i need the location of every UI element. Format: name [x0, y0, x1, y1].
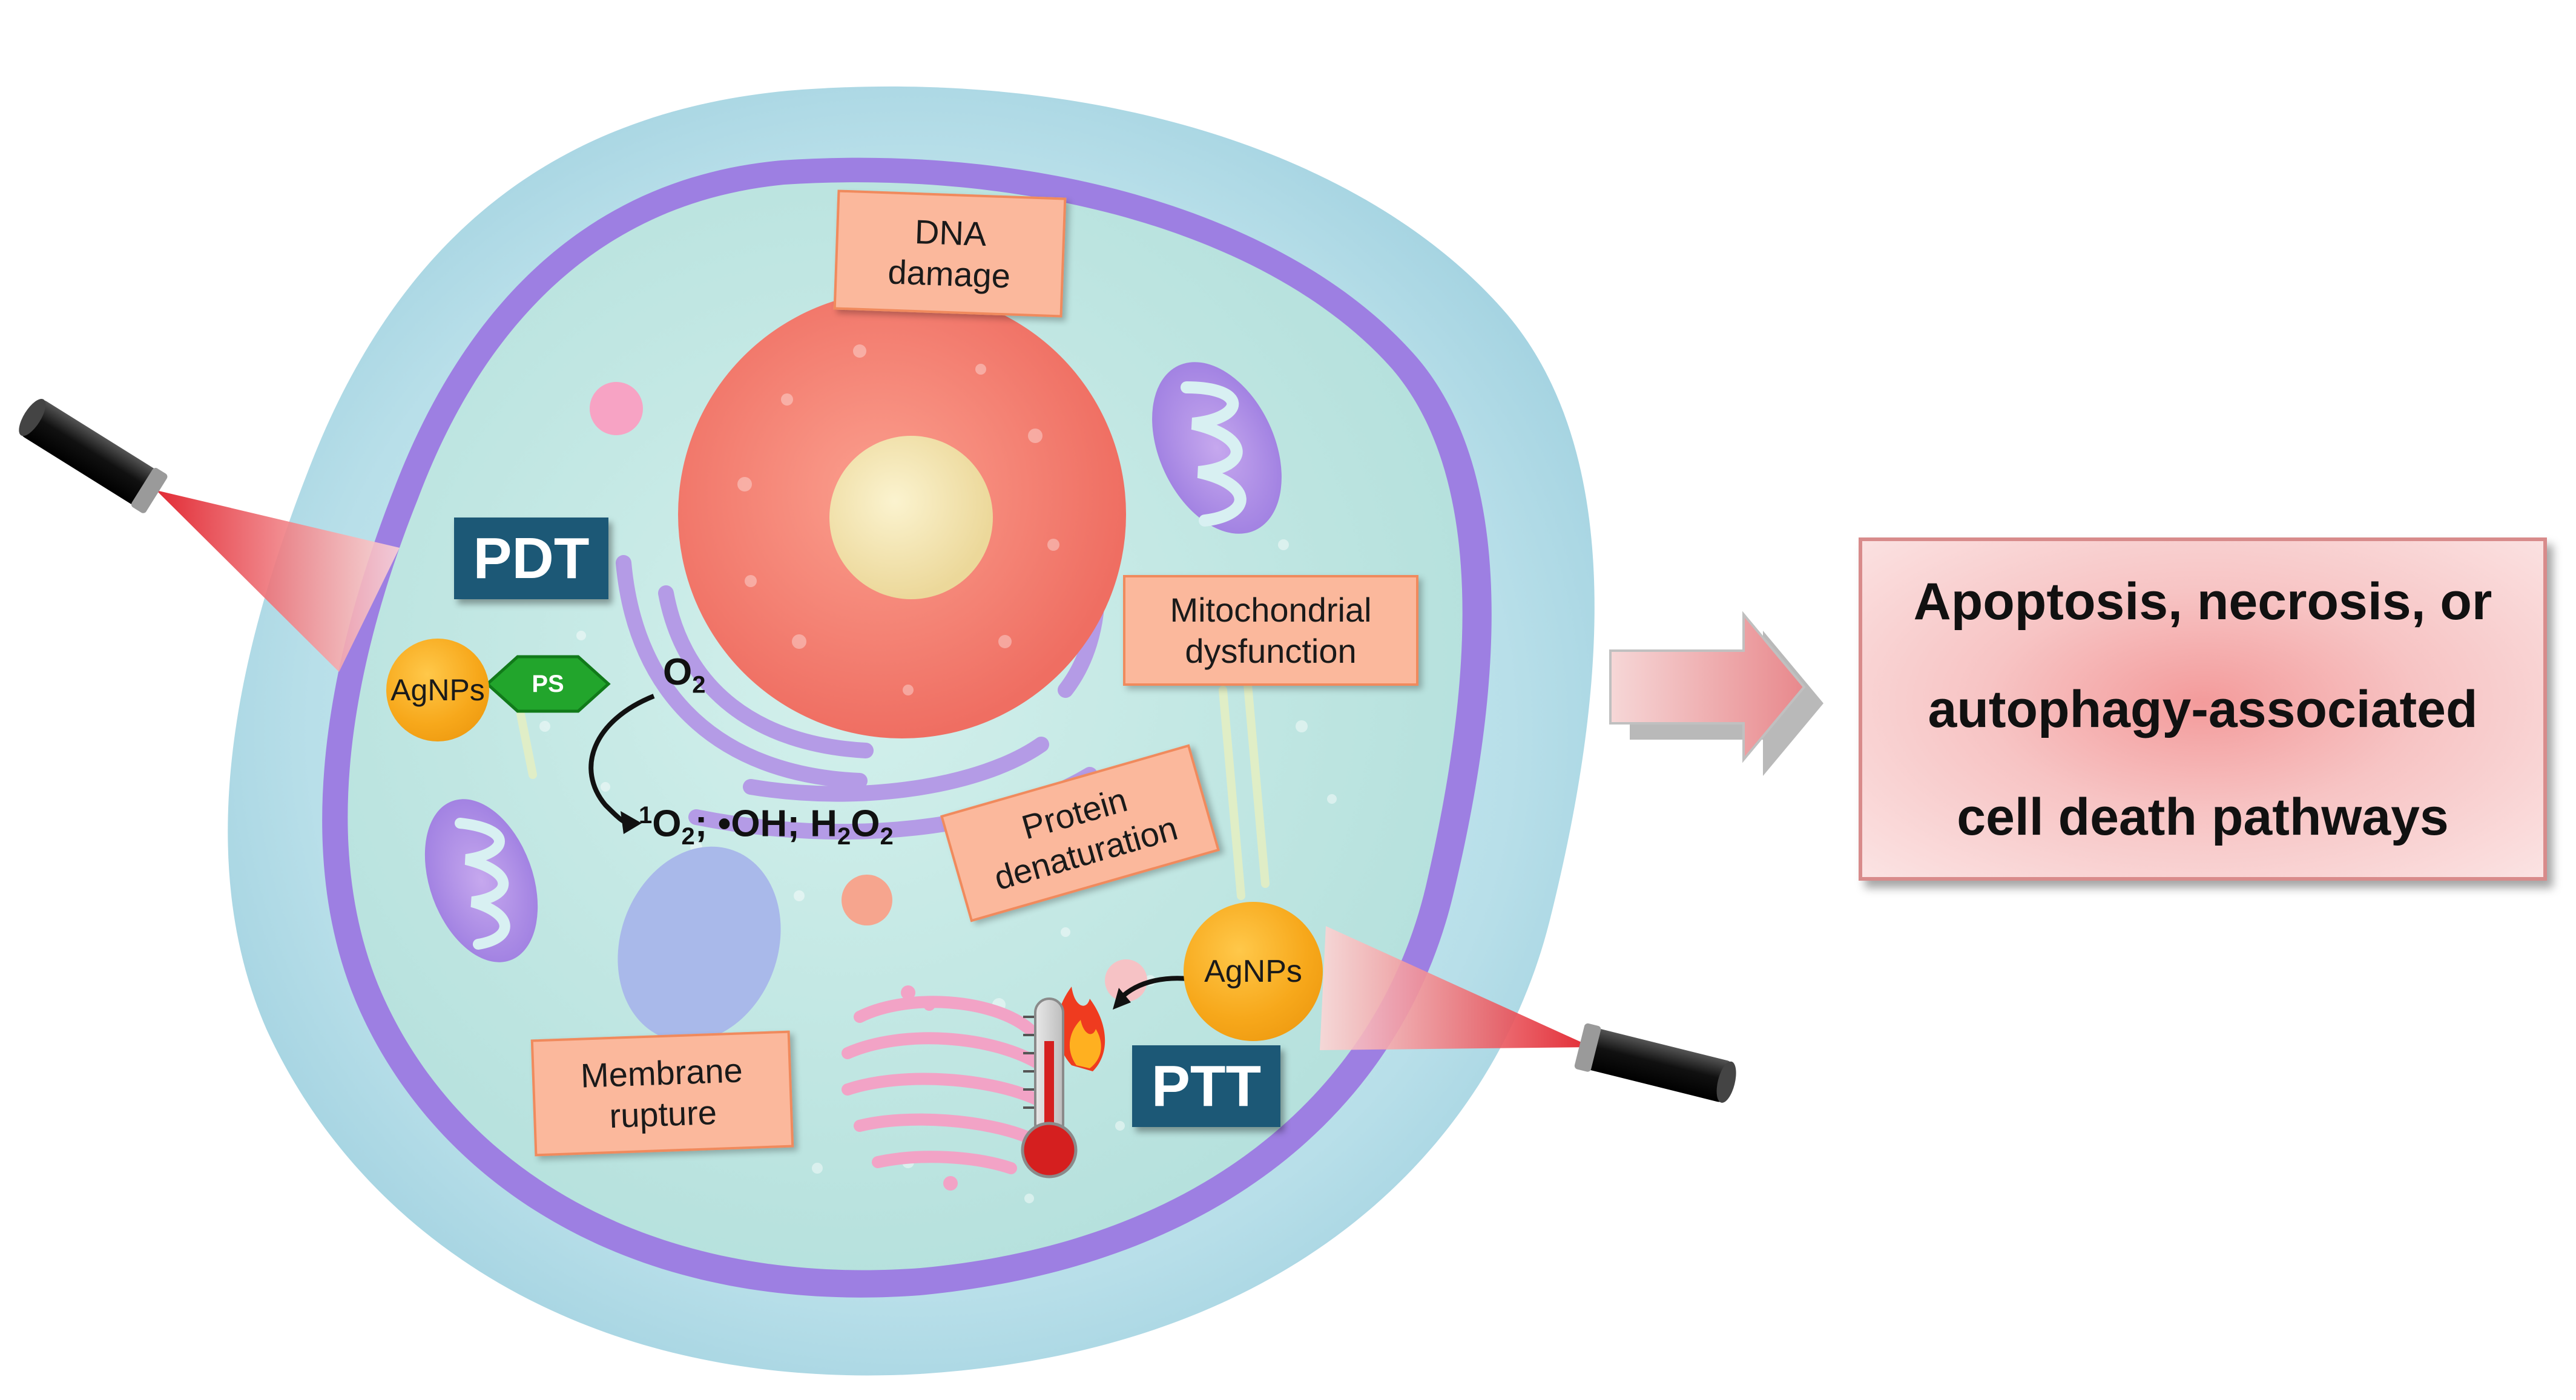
vesicle — [1105, 959, 1147, 1002]
laser-right — [1320, 926, 1736, 1103]
outcome-arrow — [1609, 611, 1823, 776]
mitochondrion-lower-left — [424, 799, 538, 962]
golgi-apparatus — [842, 996, 1047, 1174]
laser-left — [19, 398, 400, 672]
vacuole — [618, 846, 781, 1042]
nucleolus — [829, 436, 993, 599]
ros-generation-arrow — [588, 694, 655, 834]
flame-icon — [1056, 987, 1105, 1071]
vesicle — [590, 382, 643, 435]
thermometer-icon — [1021, 997, 1078, 1178]
laser-beam-left — [156, 490, 400, 672]
mitochondrion-upper-right — [1152, 362, 1282, 534]
laser-beam-right — [1320, 926, 1592, 1050]
vesicle — [842, 875, 892, 925]
